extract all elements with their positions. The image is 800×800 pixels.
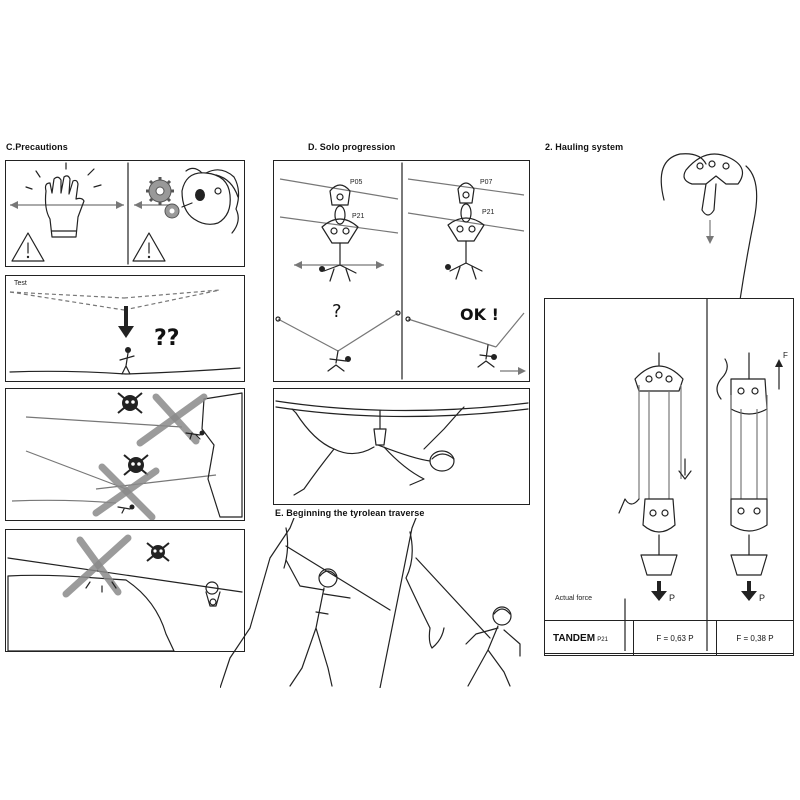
left-force-value: F = 0,63 P [633, 620, 717, 656]
section-title-solo-progression: D. Solo progression [308, 142, 396, 152]
climber-icon [185, 430, 205, 440]
climber-icon [119, 347, 135, 375]
question-marks: ?? [154, 326, 180, 351]
hauling-top-pulley [650, 140, 770, 300]
carabiner-icon [460, 203, 472, 223]
warning-icon [11, 232, 45, 262]
pulley-icon [205, 581, 221, 607]
climber-icon [477, 344, 497, 368]
pulley-icon [683, 153, 744, 185]
pulley-icon [730, 498, 768, 532]
arrow-down-icon [651, 581, 667, 601]
hauling-top-drawing [660, 153, 758, 300]
hauling-diagram [618, 299, 783, 651]
solo-progression-drawing [275, 162, 526, 380]
solo-question-mark: ? [332, 301, 342, 322]
precautions-panel-anchors [5, 388, 245, 521]
carabiner-icon [334, 205, 346, 225]
ok-label: OK ! [460, 305, 499, 324]
test-drawing [9, 289, 241, 375]
p07-label: P07 [480, 179, 493, 186]
pulley-icon [447, 217, 485, 242]
skull-icon [123, 454, 149, 476]
tandem-ref: P21 [597, 636, 608, 643]
pulley-icon [730, 352, 768, 415]
section-title-precautions: C.Precautions [6, 142, 68, 152]
p21-right-label: P21 [482, 209, 495, 216]
solo-hanging-panel [273, 388, 530, 505]
climber-icon [445, 262, 483, 280]
weight-icon [730, 534, 768, 576]
p-right-label: P [759, 593, 766, 603]
skull-icon [146, 542, 170, 562]
hauling-system-panel: F P P Actual force [544, 298, 794, 654]
climber-icon [291, 406, 465, 496]
climber-icon [327, 350, 351, 372]
test-label: Test [14, 280, 27, 287]
tandem-label: TANDEM [553, 632, 596, 644]
climber-icon [285, 559, 351, 687]
tandem-cell: TANDEM P21 [544, 620, 634, 656]
p-left-label: P [669, 593, 676, 603]
beginning-traverse-illustration [220, 518, 540, 688]
solo-progression-panel: P05 P21 P07 P21 ? OK ! [273, 160, 530, 382]
climber-icon [117, 504, 135, 514]
table-row: TANDEM P21 F = 0,63 P F = 0,38 P [544, 620, 794, 656]
pulley-icon [329, 184, 351, 206]
actual-force-label: Actual force [555, 595, 592, 602]
climber-icon [319, 264, 357, 282]
section-title-beginning-traverse: E. Beginning the tyrolean traverse [275, 508, 425, 518]
pulley-icon [642, 498, 676, 533]
pulley-icon [634, 352, 684, 392]
precautions-panel-test: Test ?? [5, 275, 245, 382]
hanging-climber-drawing [275, 400, 529, 496]
skull-icon [117, 392, 143, 414]
arrow-down-icon [741, 581, 757, 601]
precautions-panel-cliff [5, 529, 245, 652]
force-arrow-label: F [783, 351, 788, 360]
hauling-results-table: TANDEM P21 F = 0,63 P F = 0,38 P [544, 620, 794, 656]
arrow-down-icon [118, 306, 134, 338]
gear-icon [146, 177, 180, 219]
precautions-warnings-drawing [10, 162, 240, 265]
precautions-panel-warnings [5, 160, 245, 267]
cliff-drawing [7, 534, 243, 651]
right-force-value: F = 0,38 P [716, 620, 794, 656]
pulley-icon [321, 218, 359, 244]
beginning-traverse-drawing [220, 518, 521, 688]
glove-icon [44, 175, 85, 238]
weight-icon [640, 534, 678, 576]
screaming-face-illustration [181, 167, 240, 234]
anchors-drawing [11, 392, 243, 520]
climber-icon [465, 606, 521, 687]
p21-left-label: P21 [352, 213, 365, 220]
section-title-hauling-system: 2. Hauling system [545, 142, 624, 152]
pulley-icon [457, 182, 475, 204]
warning-icon [132, 232, 166, 262]
p05-label: P05 [350, 179, 363, 186]
